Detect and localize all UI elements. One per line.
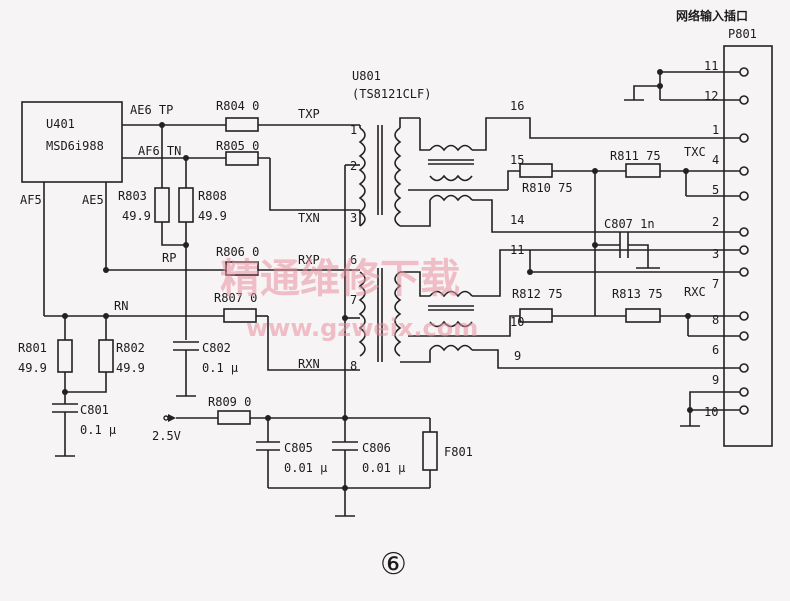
wires xyxy=(21,45,773,517)
tx-pin-16: 16 xyxy=(510,99,524,113)
r805-body xyxy=(225,151,259,166)
r802-body xyxy=(98,339,114,373)
label-c805-ref: C805 xyxy=(284,441,313,455)
f801-body xyxy=(422,431,438,471)
label-r808-val: 49.9 xyxy=(198,209,227,223)
label-c801-ref: C801 xyxy=(80,403,109,417)
net-txn: TXN xyxy=(298,211,320,225)
label-c801-val: 0.1 μ xyxy=(80,423,116,437)
pin-12: 12 xyxy=(704,89,718,103)
connector-pins xyxy=(739,67,749,415)
net-2v5: 2.5V xyxy=(152,429,181,443)
r804-body xyxy=(225,117,259,132)
tx-pin-14: 14 xyxy=(510,213,524,227)
label-r802-val: 49.9 xyxy=(116,361,145,375)
r812-body xyxy=(519,308,553,323)
pin-6: 6 xyxy=(712,343,719,357)
label-r807: R807 0 xyxy=(214,291,257,305)
connector-title: 网络输入插口 xyxy=(676,8,748,23)
tx-pin-6: 6 xyxy=(350,253,357,267)
r810-body xyxy=(519,163,553,178)
net-rxc: RXC xyxy=(684,285,706,299)
net-rn: RN xyxy=(114,299,128,313)
label-r811: R811 75 xyxy=(610,149,661,163)
label-r803-ref: R803 xyxy=(118,189,147,203)
label-r801-val: 49.9 xyxy=(18,361,47,375)
label-c802-ref: C802 xyxy=(202,341,231,355)
tx-pin-9: 9 xyxy=(514,349,521,363)
tx-pin-15: 15 xyxy=(510,153,524,167)
labels: 网络输入插口 P801 11 12 1 4 5 2 3 7 8 6 9 10 U… xyxy=(18,8,757,475)
label-f801: F801 xyxy=(444,445,473,459)
p801-body xyxy=(723,45,773,447)
r806-body xyxy=(225,261,259,276)
pin-4: 4 xyxy=(712,153,719,167)
net-rxp: RXP xyxy=(298,253,320,267)
connector-ref: P801 xyxy=(728,27,757,41)
r803-body xyxy=(154,187,170,223)
pin-3: 3 xyxy=(712,247,719,261)
tx-pin-2: 2 xyxy=(350,159,357,173)
label-r810: R810 75 xyxy=(522,181,573,195)
r813-body xyxy=(625,308,661,323)
pin-9: 9 xyxy=(712,373,719,387)
junctions xyxy=(62,69,693,491)
label-r804: R804 0 xyxy=(216,99,259,113)
ic-ref: U401 xyxy=(46,117,75,131)
pin-11: 11 xyxy=(704,59,718,73)
tx-pin-10: 10 xyxy=(510,315,524,329)
net-txc: TXC xyxy=(684,145,706,159)
supply-input-arrow xyxy=(163,414,176,422)
watermark-url: www.gzweix.com xyxy=(246,314,478,342)
r811-body xyxy=(625,163,661,178)
label-c807: C807 1n xyxy=(604,217,655,231)
label-r802-ref: R802 xyxy=(116,341,145,355)
pin-10: 10 xyxy=(704,405,718,419)
label-r808-ref: R808 xyxy=(198,189,227,203)
r808-body xyxy=(178,187,194,223)
figure-number: ⑥ xyxy=(380,547,407,582)
pin-ae6tp: AE6 TP xyxy=(130,103,173,117)
pin-8: 8 xyxy=(712,313,719,327)
label-r805: R805 0 xyxy=(216,139,259,153)
resistors xyxy=(57,117,661,471)
pin-ae5: AE5 xyxy=(82,193,104,207)
label-r809: R809 0 xyxy=(208,395,251,409)
transformer-ref: U801 xyxy=(352,69,381,83)
r807-body xyxy=(223,308,257,323)
pin-2: 2 xyxy=(712,215,719,229)
transformer-model: (TS8121CLF) xyxy=(352,87,431,101)
tx-pin-11: 11 xyxy=(510,243,524,257)
r809-body xyxy=(217,410,251,425)
pin-af6tn: AF6 TN xyxy=(138,144,181,158)
tx-pin-1: 1 xyxy=(350,123,357,137)
pin-1: 1 xyxy=(712,123,719,137)
label-r812: R812 75 xyxy=(512,287,563,301)
label-c806-val: 0.01 μ xyxy=(362,461,405,475)
pin-af5: AF5 xyxy=(20,193,42,207)
label-r806: R806 0 xyxy=(216,245,259,259)
label-r801-ref: R801 xyxy=(18,341,47,355)
net-rxn: RXN xyxy=(298,357,320,371)
tx-pin-8: 8 xyxy=(350,359,357,373)
pin-7: 7 xyxy=(712,277,719,291)
label-c806-ref: C806 xyxy=(362,441,391,455)
net-rp: RP xyxy=(162,251,176,265)
tx-pin-3: 3 xyxy=(350,211,357,225)
pin-5: 5 xyxy=(712,183,719,197)
tx-pin-7: 7 xyxy=(350,293,357,307)
watermark-cn: 精通维修下载 xyxy=(220,256,460,302)
label-c805-val: 0.01 μ xyxy=(284,461,327,475)
u401-body xyxy=(21,101,123,183)
net-txp: TXP xyxy=(298,107,320,121)
r801-body xyxy=(57,339,73,373)
label-r803-val: 49.9 xyxy=(122,209,151,223)
ic-model: MSD6i988 xyxy=(46,139,104,153)
label-r813: R813 75 xyxy=(612,287,663,301)
label-c802-val: 0.1 μ xyxy=(202,361,238,375)
